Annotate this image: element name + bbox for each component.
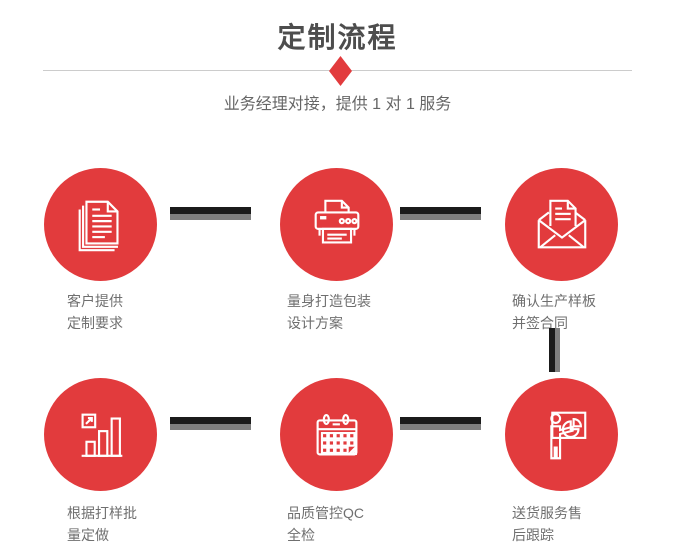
step-label-line: 根据打样批 [67, 505, 137, 521]
bar-chart-icon [81, 413, 122, 457]
printer-icon [314, 199, 359, 244]
step-label-line: 并签合同 [512, 315, 568, 331]
step-label-line: 后跟踪 [512, 527, 554, 543]
step-label-1: 客户提供 定制要求 [67, 290, 123, 334]
step-label-3: 确认生产样板 并签合同 [512, 290, 596, 334]
presentation-icon [549, 411, 586, 459]
step-label-line: 确认生产样板 [512, 293, 596, 309]
step-label-line: 客户提供 [67, 293, 123, 309]
connector-step5-step6 [400, 417, 481, 430]
step-label-line: 品质管控QC [287, 505, 364, 521]
step-label-line: 量身打造包装 [287, 293, 371, 309]
documents-icon [78, 200, 119, 251]
step-circle-4 [44, 378, 157, 491]
step-label-line: 设计方案 [287, 315, 343, 331]
step-label-line: 全检 [287, 527, 315, 543]
calendar-icon [316, 413, 357, 455]
connector-step4-step5 [170, 417, 251, 430]
step-label-5: 品质管控QC 全检 [287, 502, 364, 546]
page-subtitle: 业务经理对接，提供 1 对 1 服务 [223, 96, 452, 113]
connector-step2-step3 [400, 207, 481, 220]
envelope-icon [537, 199, 586, 248]
step-label-2: 量身打造包装 设计方案 [287, 290, 371, 334]
step-label-4: 根据打样批 量定做 [67, 502, 137, 546]
step-circle-6 [505, 378, 618, 491]
step-label-line: 定制要求 [67, 315, 123, 331]
step-label-line: 量定做 [67, 527, 109, 543]
page-title: 定制流程 [277, 22, 398, 53]
connector-step3-step6 [549, 328, 560, 372]
step-circle-3 [505, 168, 618, 281]
step-label-6: 送货服务售 后跟踪 [512, 502, 582, 546]
diamond-icon [329, 56, 352, 86]
connector-step1-step2 [170, 207, 251, 220]
step-circle-5 [280, 378, 393, 491]
step-label-line: 送货服务售 [512, 505, 582, 521]
step-circle-2 [280, 168, 393, 281]
step-circle-1 [44, 168, 157, 281]
